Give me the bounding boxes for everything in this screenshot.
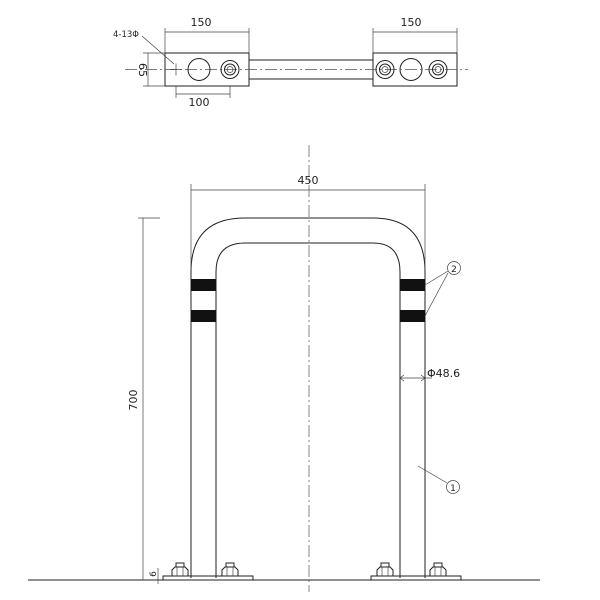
left-anchor-hole <box>170 63 182 76</box>
elevation-view: 450 700 6 Φ48.6 2 <box>28 145 540 592</box>
dim-base-thickness: 6 <box>149 568 159 584</box>
dim-pipe-diameter-text: Φ48.6 <box>427 367 460 380</box>
right-reflective-band-upper <box>400 279 425 291</box>
pipe-inner-contour <box>215 242 401 578</box>
right-pipe-section <box>399 58 423 81</box>
dim-width: 450 <box>190 174 426 270</box>
left-reflective-band-upper <box>191 279 216 291</box>
dim-height: 700 <box>127 217 160 580</box>
left-pipe-section <box>187 58 211 81</box>
left-bolt <box>220 60 240 79</box>
callout-pipe-number: 1 <box>450 484 456 494</box>
hole-note-text: 4-13Φ <box>113 30 139 40</box>
dim-plate-depth-text: 65 <box>136 63 149 77</box>
left-reflective-band-lower <box>191 310 216 322</box>
hole-note: 4-13Φ <box>113 30 175 65</box>
dim-bolt-pitch: 100 <box>175 86 231 109</box>
dim-right-plate: 150 <box>372 16 458 53</box>
right-reflective-band-lower <box>400 310 425 322</box>
right-bolt-outer <box>428 60 448 79</box>
right-bolt-inner <box>375 60 395 79</box>
dim-base-thickness-text: 6 <box>149 571 159 577</box>
dim-height-text: 700 <box>127 390 140 411</box>
pipe-outer-contour <box>190 217 426 578</box>
dim-left-plate: 150 <box>164 16 250 53</box>
elev-bolt-2 <box>221 562 239 576</box>
elev-left-base-plate <box>162 575 254 581</box>
callout-pipe: 1 <box>417 465 460 494</box>
dim-right-plate-text: 150 <box>401 16 422 29</box>
callout-bands-number: 2 <box>451 265 457 275</box>
elev-bolt-4 <box>429 562 447 576</box>
dim-bolt-pitch-text: 100 <box>189 96 210 109</box>
dim-width-text: 450 <box>298 174 319 187</box>
dim-pipe-diameter: Φ48.6 <box>399 367 460 382</box>
elev-right-base-plate <box>370 575 462 581</box>
elev-bolt-1 <box>171 562 189 576</box>
plan-view: 150 150 65 100 4-13Φ <box>113 16 468 109</box>
callout-bands: 2 <box>424 261 461 317</box>
dim-left-plate-text: 150 <box>191 16 212 29</box>
elev-bolt-3 <box>376 562 394 576</box>
dim-plate-depth: 65 <box>136 52 165 87</box>
